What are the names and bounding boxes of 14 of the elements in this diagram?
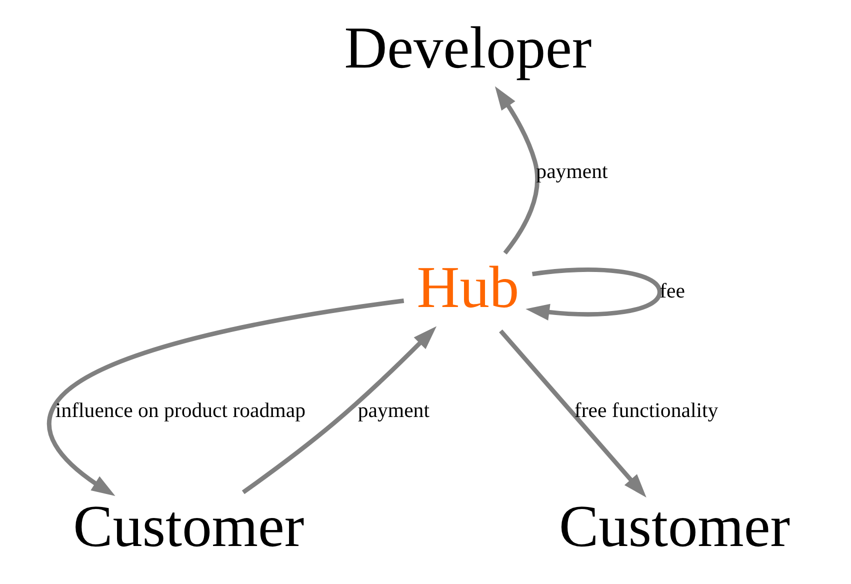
arrow [494,86,539,255]
edge-label: fee [659,280,684,302]
arrow [498,329,646,498]
node-text: Customer [72,493,304,560]
edge-label: influence on product roadmap [54,399,305,422]
edge-label: payment [357,399,429,422]
arrow [525,268,662,320]
node-text: Customer [558,493,790,560]
edge-label: free functionality [574,399,718,422]
node-text: Hub [416,254,519,320]
node-text: Developer [344,14,592,81]
edge-label: payment [536,160,608,183]
arrow [241,326,436,494]
arrow [46,298,404,496]
